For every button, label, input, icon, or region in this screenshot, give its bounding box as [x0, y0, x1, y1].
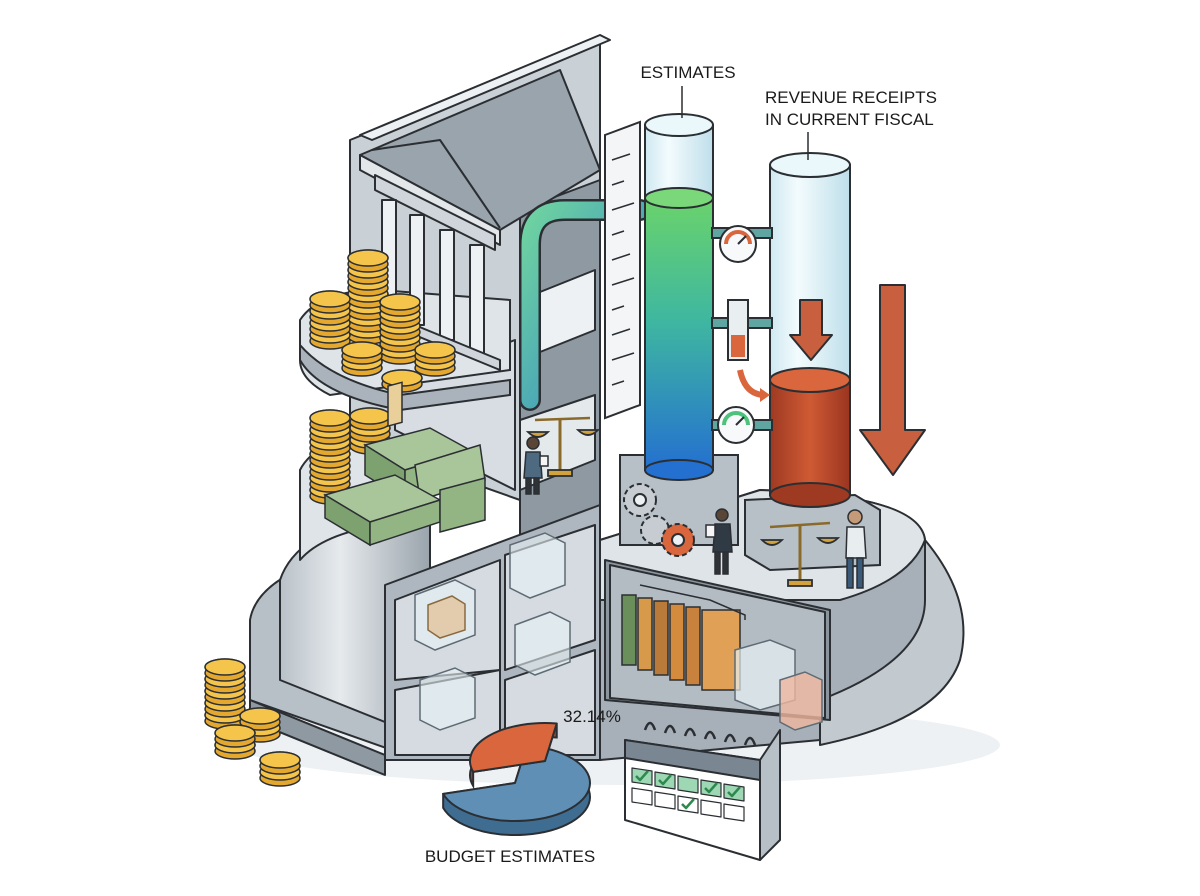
down-arrow-small-icon — [789, 299, 833, 361]
balance-scale-left-icon — [525, 416, 601, 477]
revenue-label-line1: REVENUE RECEIPTS — [765, 88, 937, 107]
coin-stack-2 — [309, 290, 351, 350]
balance-scale-right-icon — [759, 521, 841, 587]
down-arrow-large-icon — [859, 284, 926, 476]
money-bundles — [323, 381, 486, 547]
measuring-ruler — [604, 120, 641, 420]
revenue-liquid — [769, 379, 851, 496]
flow-arrowhead-icon — [760, 388, 770, 402]
coin-stack-3 — [379, 293, 421, 365]
budget-pie-chart — [442, 722, 591, 836]
estimates-tube — [619, 113, 739, 546]
person-observer-right-icon — [845, 509, 867, 589]
connector-pipe — [521, 201, 649, 409]
glass-boxes-right — [734, 639, 823, 731]
pie-percent-label: 32.14% — [563, 707, 621, 726]
revenue-label-line2: IN CURRENT FISCAL — [765, 110, 934, 129]
glass-boxes-left — [414, 532, 571, 731]
person-analyst-middle-icon — [705, 508, 733, 575]
pressure-gauges — [711, 225, 773, 444]
pie-slice-0 — [442, 744, 591, 822]
revenue-tube — [744, 152, 881, 572]
person-analyst-left-icon — [523, 436, 549, 495]
budget-estimates-label: BUDGET ESTIMATES — [425, 847, 595, 866]
labels: ESTIMATES REVENUE RECEIPTS IN CURRENT FI… — [425, 63, 937, 866]
estimates-label: ESTIMATES — [640, 63, 735, 82]
coin-stack-5 — [414, 341, 456, 377]
pie-slice-1 — [469, 722, 558, 773]
coin-stack-4 — [341, 341, 383, 377]
decrease-arrows — [789, 284, 926, 476]
gears-icon — [623, 483, 695, 557]
bank-building-icon — [359, 69, 601, 371]
calendar-icon — [624, 721, 781, 861]
estimates-liquid — [644, 197, 714, 471]
